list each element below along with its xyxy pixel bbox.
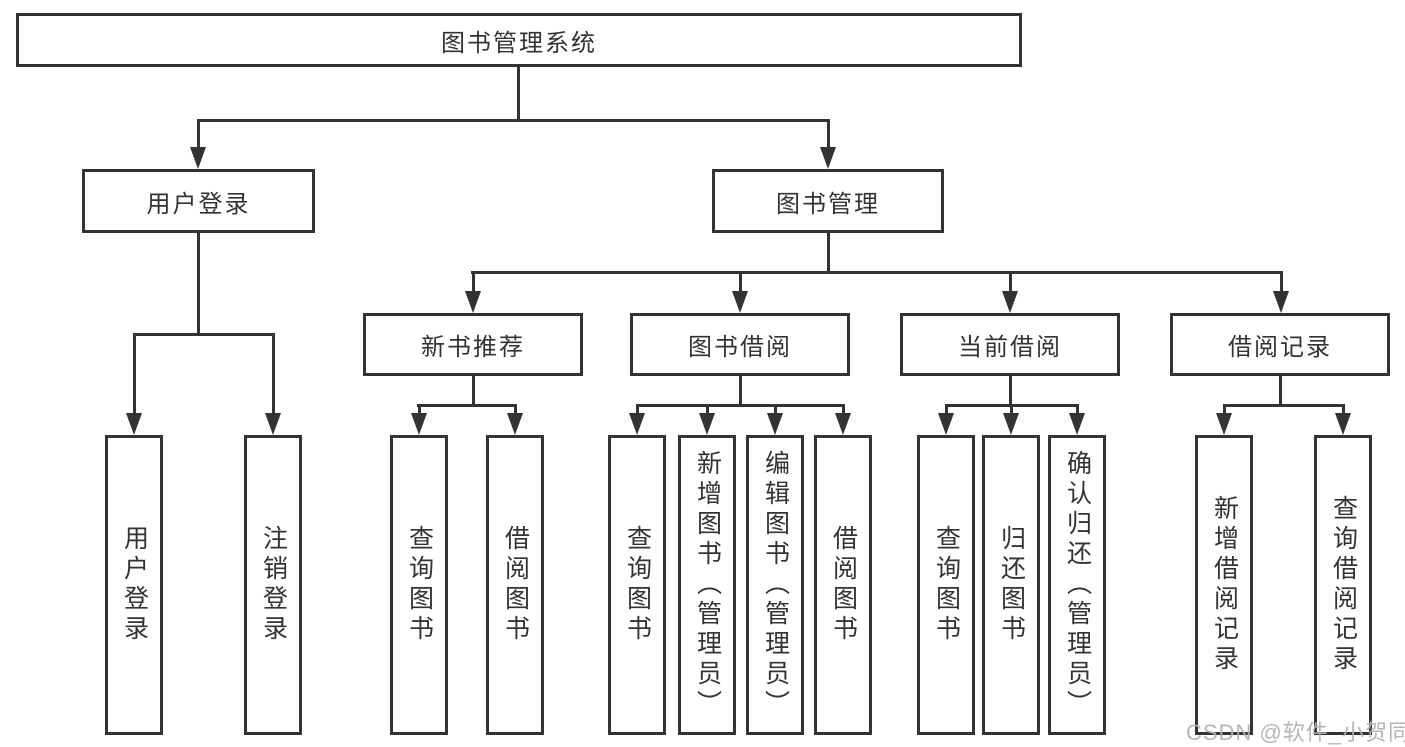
node-query-books-current-label: 查询图书 <box>932 525 961 645</box>
connector-root-stem <box>517 67 520 121</box>
node-query-books-borrowing-label: 查询图书 <box>623 525 652 645</box>
connector-group-rail <box>1223 404 1344 407</box>
connector-group-stem <box>1009 376 1012 406</box>
node-borrowing-records: 借阅记录 <box>1170 313 1390 376</box>
arrowhead-down-icon <box>126 413 142 435</box>
node-borrowing-records-label: 借阅记录 <box>1228 334 1332 361</box>
arrowhead-down-icon <box>699 413 715 435</box>
node-return-book: 归还图书 <box>982 435 1040 735</box>
connector-level2-rail <box>197 119 830 122</box>
connector-book-mgmt-stem <box>827 233 830 273</box>
connector-arrow-stem <box>472 271 475 293</box>
connector-arrow-stem <box>636 404 639 413</box>
node-borrow-books-borrowing: 借阅图书 <box>814 435 872 735</box>
arrowhead-down-icon <box>1002 291 1018 313</box>
arrowhead-down-icon <box>835 413 851 435</box>
connector-arrow-stem <box>1342 404 1345 413</box>
arrowhead-down-icon <box>411 413 427 435</box>
node-confirm-return-admin-label: 确认归还（管理员） <box>1063 450 1092 720</box>
arrowhead-down-icon <box>732 291 748 313</box>
connector-group-stem <box>739 376 742 406</box>
node-user-login-leaf: 用户登录 <box>105 435 163 735</box>
node-current-borrowing: 当前借阅 <box>900 313 1120 376</box>
connector-arrow-stem <box>514 404 517 413</box>
connector-group-stem <box>1279 376 1282 406</box>
node-current-borrowing-label: 当前借阅 <box>958 334 1062 361</box>
connector-group-stem <box>472 376 475 406</box>
node-query-books-recommend-label: 查询图书 <box>405 525 434 645</box>
node-return-book-label: 归还图书 <box>997 525 1026 645</box>
node-borrow-books-recommend-label: 借阅图书 <box>501 525 530 645</box>
arrowhead-down-icon <box>629 413 645 435</box>
connector-group-rail <box>636 404 844 407</box>
connector-group-rail <box>417 404 517 407</box>
node-add-borrow-record: 新增借阅记录 <box>1195 435 1253 735</box>
node-new-book-recommend-label: 新书推荐 <box>421 334 525 361</box>
watermark-text: CSDN @软件_小贺同学 <box>1186 720 1405 745</box>
arrowhead-down-icon <box>1003 413 1019 435</box>
connector-arrow-stem <box>1010 404 1013 413</box>
connector-arrow-stem <box>418 404 421 413</box>
node-edit-book-admin-label: 编辑图书（管理员） <box>761 450 790 720</box>
arrowhead-down-icon <box>1069 413 1085 435</box>
connector-arrow-stem <box>945 404 948 413</box>
node-borrow-books-recommend: 借阅图书 <box>486 435 544 735</box>
arrowhead-down-icon <box>1335 413 1351 435</box>
arrowhead-down-icon <box>190 147 206 169</box>
connector-arrow-stem <box>1223 404 1226 413</box>
arrowhead-down-icon <box>265 413 281 435</box>
connector-arrow-stem <box>1280 271 1283 293</box>
node-user-login: 用户登录 <box>82 169 315 233</box>
connector-arrow-stem <box>739 271 742 293</box>
arrowhead-down-icon <box>1273 291 1289 313</box>
connector-user-login-rail <box>133 333 274 336</box>
node-query-books-borrowing: 查询图书 <box>608 435 666 735</box>
node-book-borrowing-label: 图书借阅 <box>688 334 792 361</box>
node-book-management: 图书管理 <box>712 169 944 233</box>
node-user-login-leaf-label: 用户登录 <box>120 525 149 645</box>
connector-level3-rail <box>471 271 1283 274</box>
connector-arrow-stem <box>774 404 777 413</box>
node-query-books-recommend: 查询图书 <box>390 435 448 735</box>
node-add-borrow-record-label: 新增借阅记录 <box>1210 495 1239 675</box>
arrowhead-down-icon <box>465 291 481 313</box>
node-library-system: 图书管理系统 <box>16 13 1022 67</box>
arrowhead-down-icon <box>507 413 523 435</box>
connector-arrow-stem <box>827 119 830 147</box>
node-book-borrowing: 图书借阅 <box>630 313 850 376</box>
node-query-borrow-record-label: 查询借阅记录 <box>1329 495 1358 675</box>
connector-arrow-stem <box>1076 404 1079 413</box>
arrowhead-down-icon <box>1216 413 1232 435</box>
connector-arrow-stem <box>1009 271 1012 293</box>
node-query-borrow-record: 查询借阅记录 <box>1314 435 1372 735</box>
node-user-login-label: 用户登录 <box>146 190 251 218</box>
node-query-books-current: 查询图书 <box>917 435 975 735</box>
connector-arrow-stem <box>842 404 845 413</box>
arrowhead-down-icon <box>767 413 783 435</box>
node-add-book-admin-label: 新增图书（管理员） <box>693 450 722 720</box>
connector-arrow-stem <box>706 404 709 413</box>
arrowhead-down-icon <box>938 413 954 435</box>
node-borrow-books-borrowing-label: 借阅图书 <box>829 525 858 645</box>
node-edit-book-admin: 编辑图书（管理员） <box>746 435 804 735</box>
node-logout-leaf: 注销登录 <box>244 435 302 735</box>
node-confirm-return-admin: 确认归还（管理员） <box>1048 435 1106 735</box>
node-new-book-recommend: 新书推荐 <box>363 313 583 376</box>
node-library-system-label: 图书管理系统 <box>441 29 597 57</box>
arrowhead-down-icon <box>820 147 836 169</box>
connector-user-login-stem <box>197 233 200 335</box>
connector-arrow-stem <box>272 333 275 413</box>
node-add-book-admin: 新增图书（管理员） <box>678 435 736 735</box>
node-book-management-label: 图书管理 <box>776 190 880 218</box>
connector-arrow-stem <box>133 333 136 413</box>
node-logout-leaf-label: 注销登录 <box>259 525 288 645</box>
connector-arrow-stem <box>197 119 200 147</box>
